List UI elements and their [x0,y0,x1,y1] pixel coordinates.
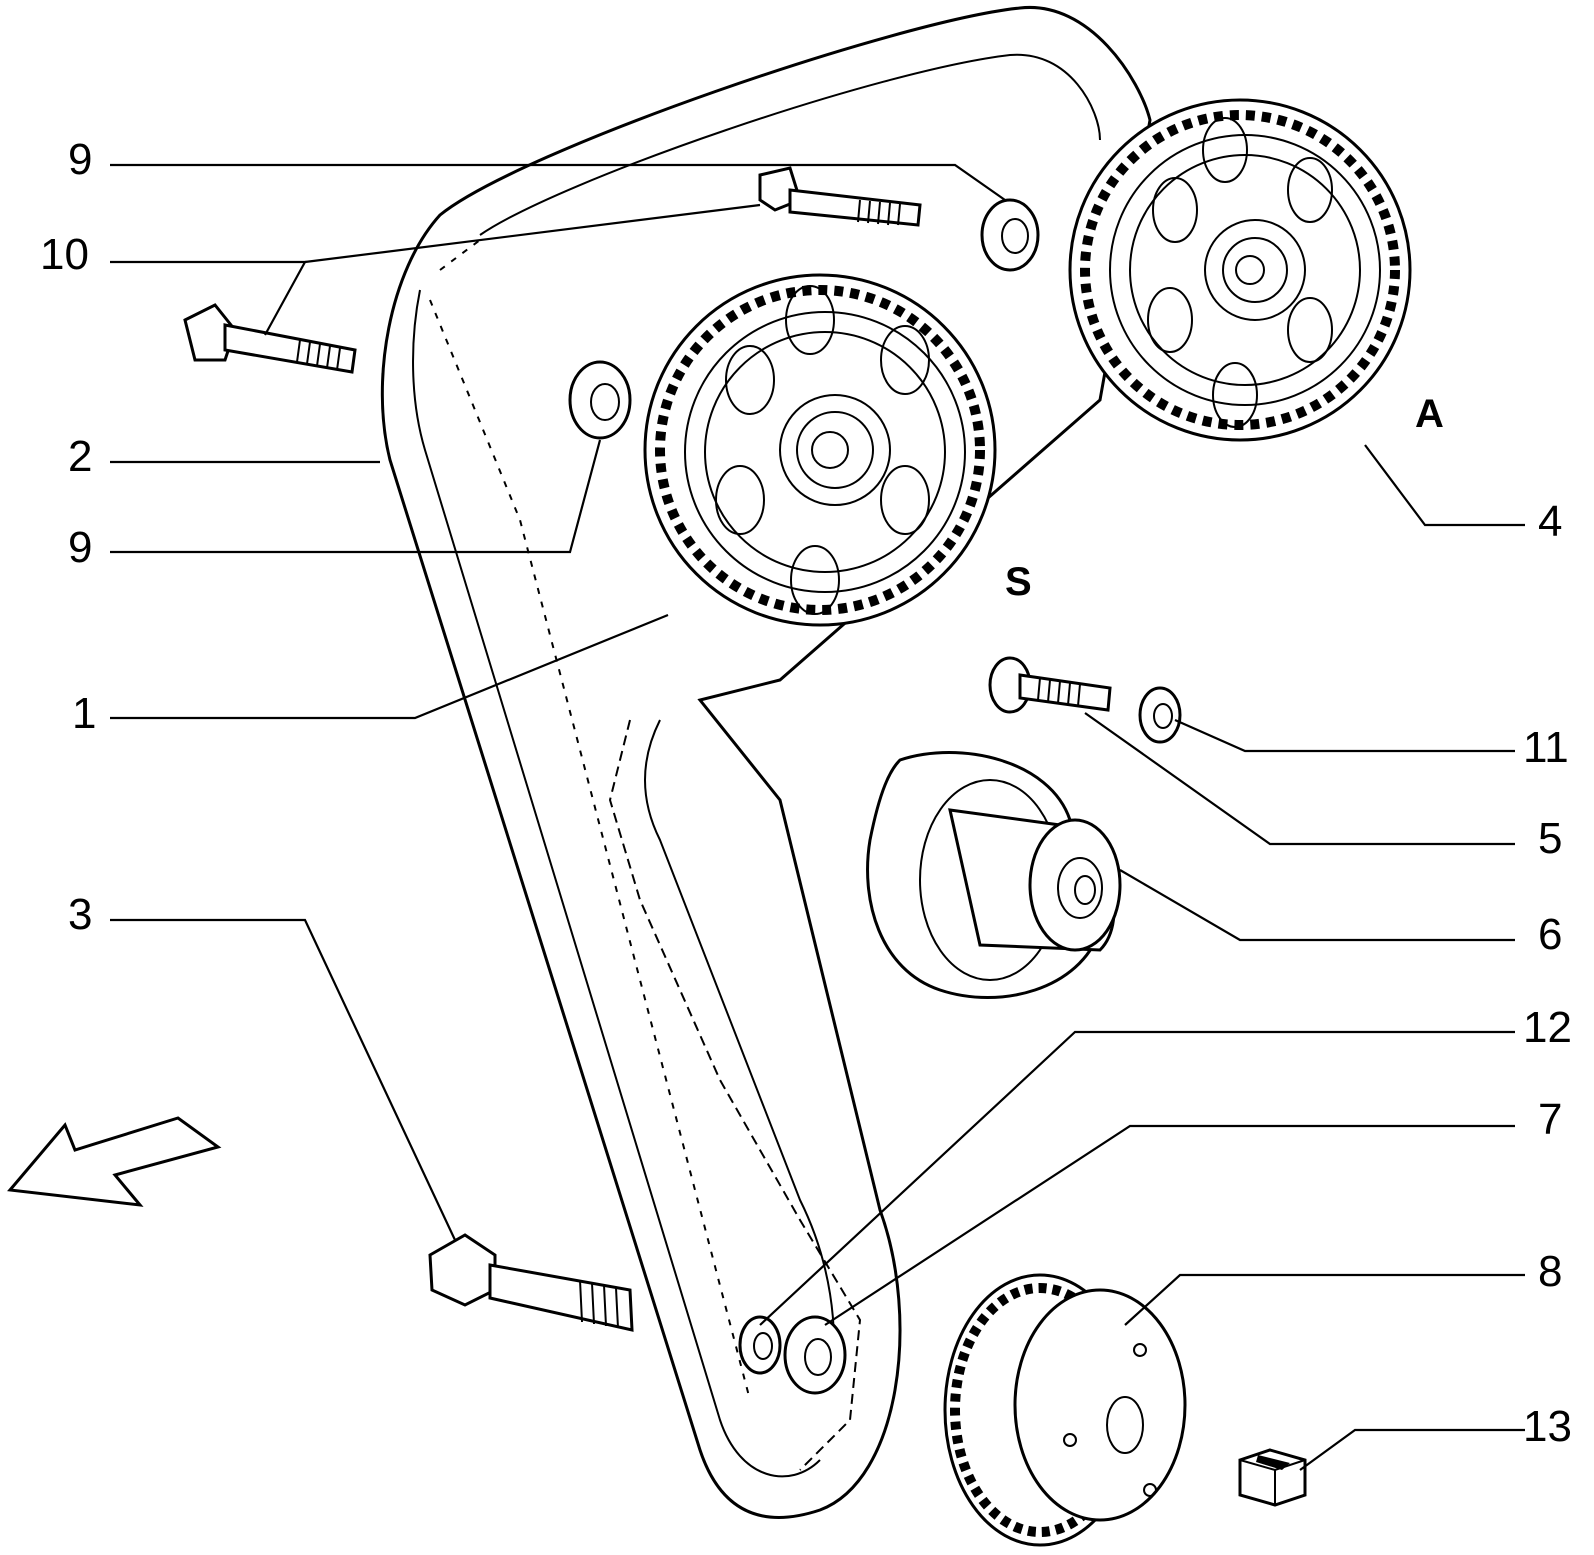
callout-6: 6 [1538,910,1563,959]
callout-10: 10 [40,230,89,279]
callout-8: 8 [1538,1247,1563,1296]
washer-9-upper [980,198,1040,272]
crankshaft-pulley [943,1273,1187,1547]
direction-arrow-icon [7,1116,222,1207]
camshaft-pulley-s [643,273,997,627]
callout-7: 7 [1538,1095,1563,1144]
callout-5: 5 [1538,814,1563,863]
callout-9-upper: 9 [68,135,93,184]
label-a: A [1415,392,1444,436]
screw-5 [988,656,1112,714]
callout-4: 4 [1538,497,1563,546]
washer-12 [738,1315,782,1375]
washer-11 [1138,686,1182,744]
callout-13: 13 [1523,1402,1572,1451]
callout-11: 11 [1523,723,1569,772]
callout-9-lower: 9 [68,523,93,572]
callout-2: 2 [68,432,93,481]
bolt-10-upper [758,166,922,227]
label-s: S [1005,560,1032,604]
callout-1: 1 [72,689,97,738]
tensioner-roller [866,751,1122,999]
camshaft-pulley-a [1068,98,1412,442]
callout-12: 12 [1523,1003,1572,1052]
washer-9-lower [568,360,632,440]
callout-3: 3 [68,890,93,939]
bolt-10-lower [183,303,357,374]
key-13 [1238,1448,1307,1507]
washer-7 [783,1315,847,1395]
leader-lines [110,163,1525,1471]
bolt-3 [428,1233,634,1332]
